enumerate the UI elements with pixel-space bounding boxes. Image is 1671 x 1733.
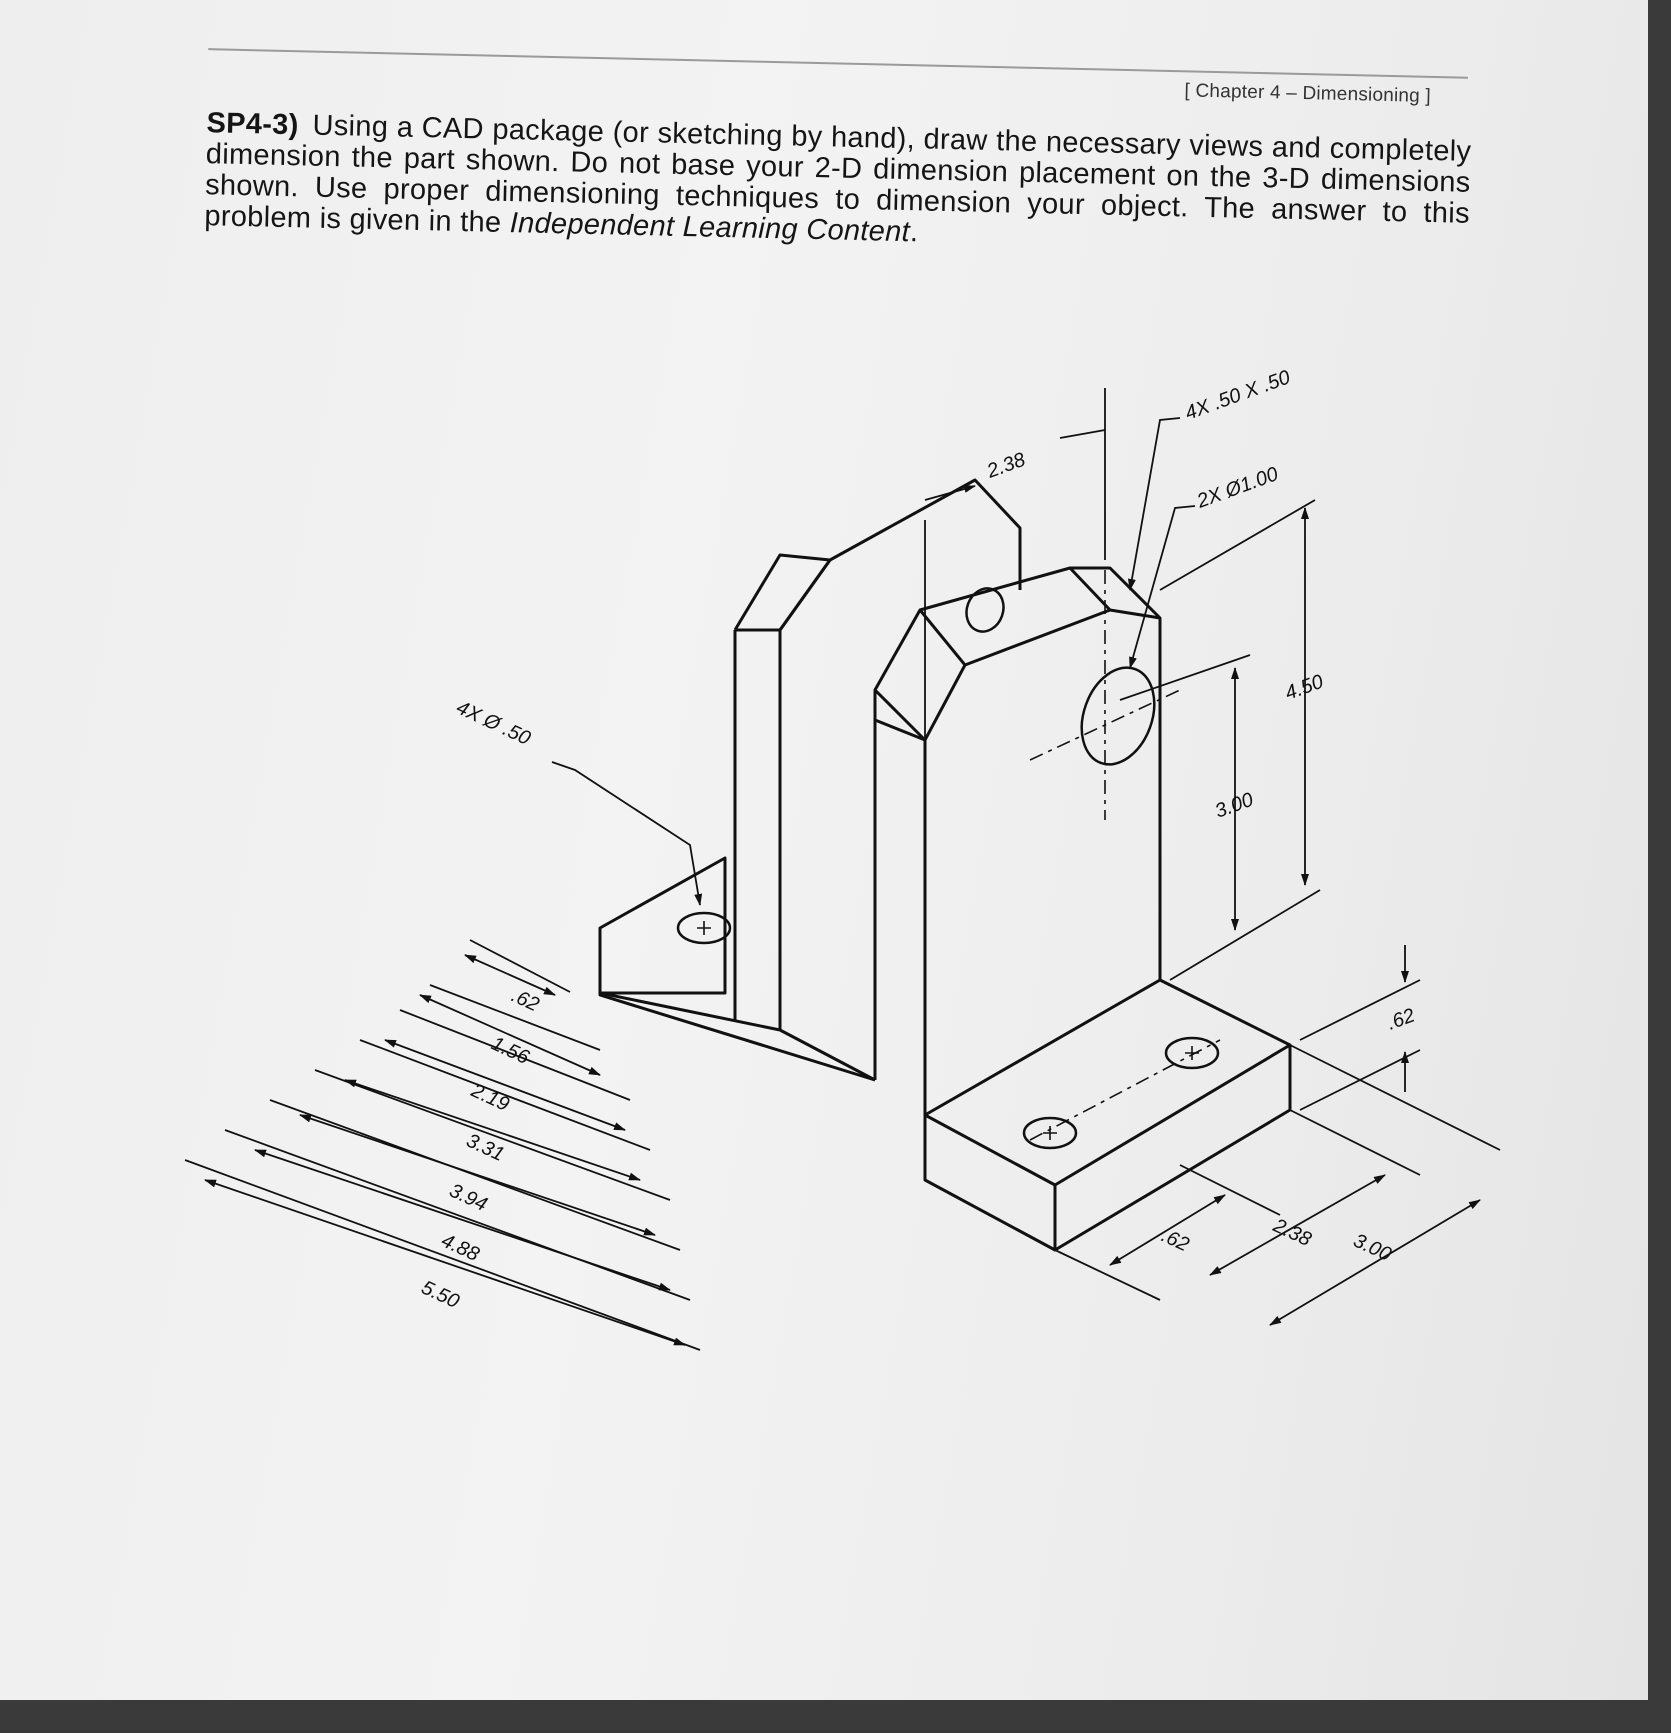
part-outline xyxy=(598,478,1292,1252)
callout-chamfer: 4X .50 X .50 xyxy=(1182,366,1293,424)
isometric-drawing: 2.38 4X .50 X .50 2X Ø1.00 4.50 3.00 .62… xyxy=(184,366,1501,1351)
callout-large-holes: 2X Ø1.00 xyxy=(1193,463,1281,513)
dim-left-3: 3.31 xyxy=(463,1130,508,1166)
holes xyxy=(676,587,1220,1150)
rear-upright xyxy=(778,478,1022,1030)
dimension-labels: 2.38 4X .50 X .50 2X Ø1.00 4.50 3.00 .62… xyxy=(418,366,1418,1313)
large-hole-rear xyxy=(965,587,1005,633)
callout-small-holes: 4X Ø .50 xyxy=(453,697,534,750)
dimension-lines xyxy=(184,388,1501,1351)
small-hole-3 xyxy=(1022,1116,1078,1150)
dim-right-0: .62 xyxy=(1158,1225,1193,1257)
rear-base-top xyxy=(598,856,727,995)
dim-right-2: 3.00 xyxy=(1350,1230,1395,1266)
dim-left-1: 1.56 xyxy=(488,1033,533,1070)
document-page: [ Chapter 4 – Dimensioning ] SP4-3)Using… xyxy=(0,0,1648,1700)
dim-left-5: 4.88 xyxy=(438,1230,483,1266)
dim-left-4: 3.94 xyxy=(446,1180,491,1216)
large-hole-front xyxy=(1080,666,1156,766)
small-hole-1 xyxy=(676,911,732,945)
dim-left-0: .62 xyxy=(508,985,543,1017)
front-upright xyxy=(873,566,1162,1115)
dim-2-38-top: 2.38 xyxy=(983,449,1028,483)
hole-centermarks xyxy=(697,921,1199,1140)
dim-0-62-right: .62 xyxy=(1384,1005,1418,1035)
centerlines xyxy=(1029,570,1221,1141)
small-hole-2 xyxy=(1164,1036,1220,1070)
dim-left-6: 5.50 xyxy=(418,1277,463,1313)
